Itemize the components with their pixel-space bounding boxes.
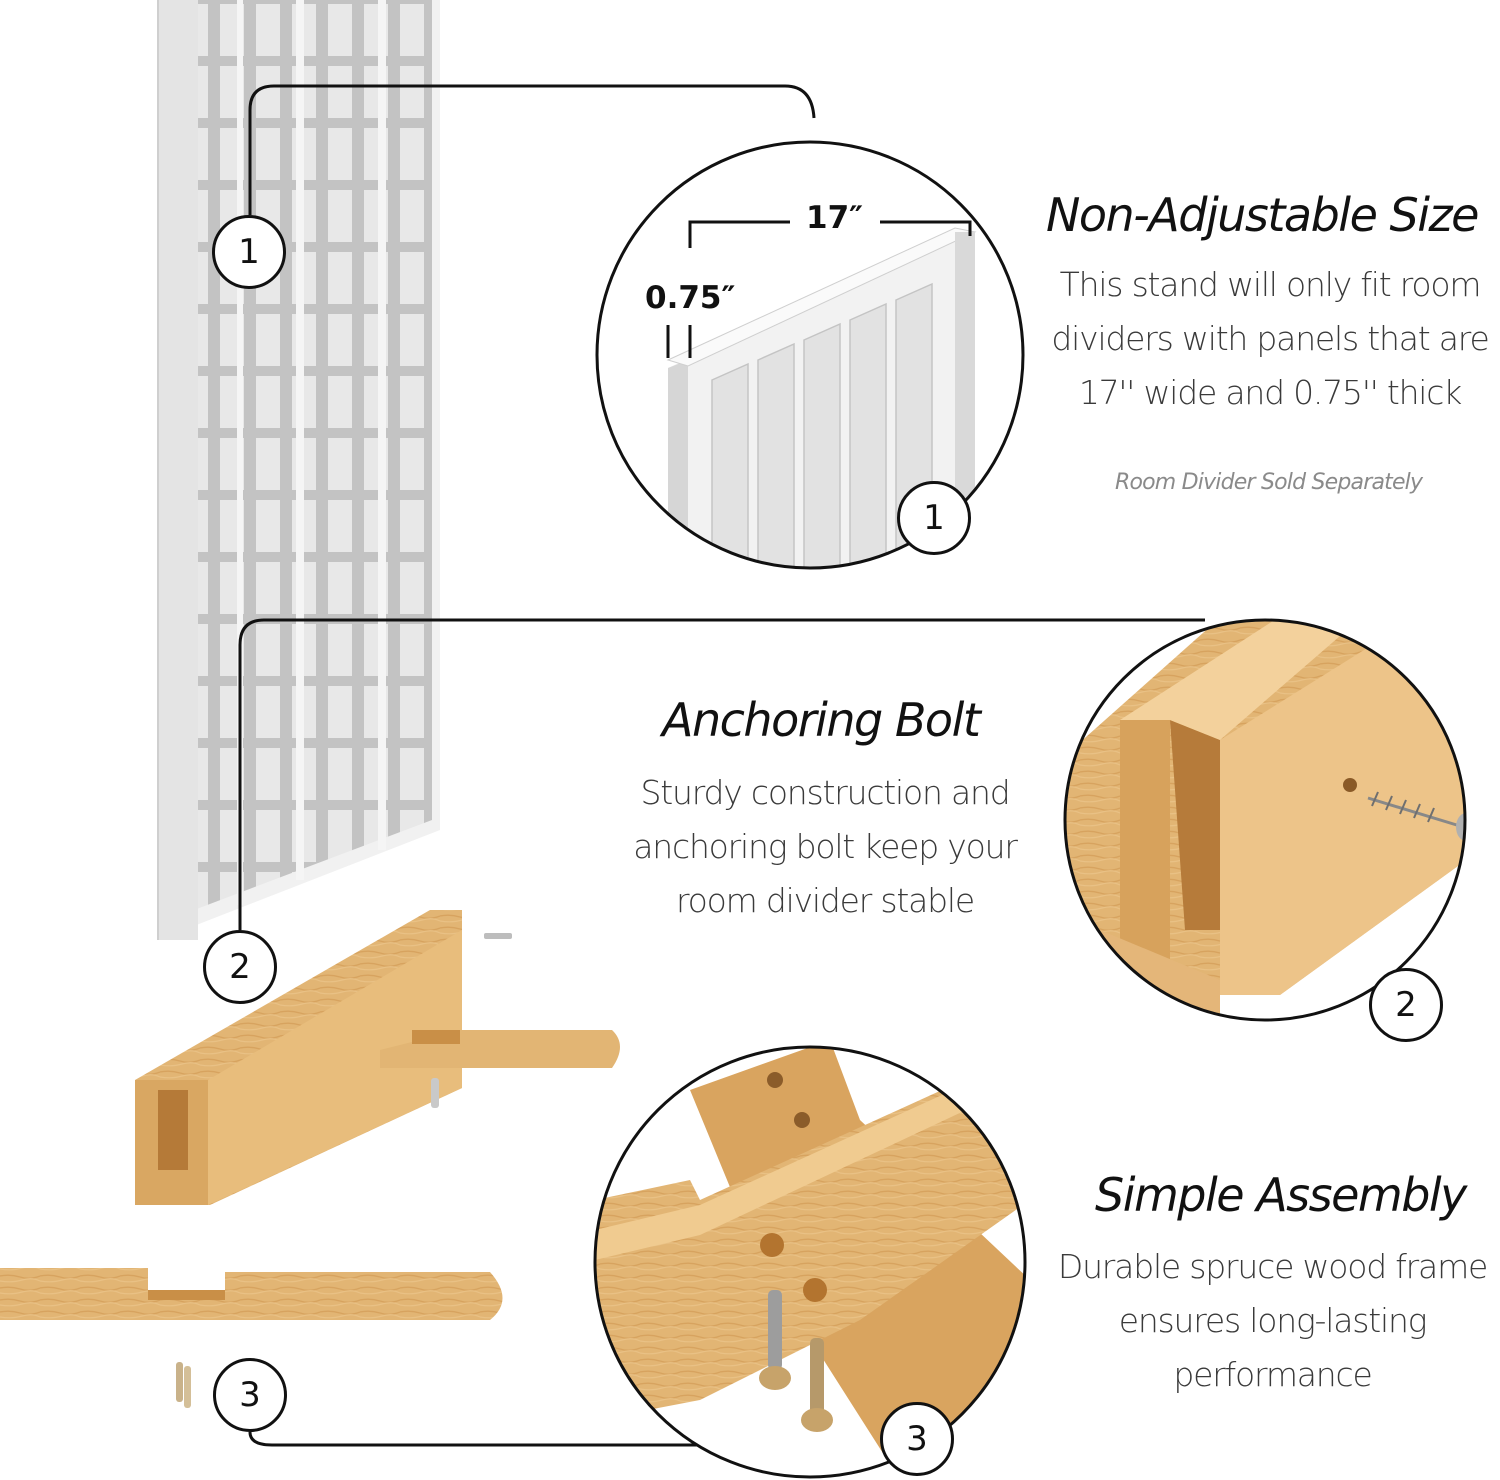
detail-anchoring-bolt bbox=[1063, 618, 1467, 1022]
callout-badge-1-detail: 1 bbox=[897, 481, 971, 555]
description-line: Sturdy construction and bbox=[640, 773, 1011, 812]
callout-badge-3-stand: 3 bbox=[213, 1358, 287, 1432]
callout-badge-2-stand: 2 bbox=[203, 930, 277, 1004]
callout-badge-2-detail: 2 bbox=[1369, 968, 1443, 1042]
detail-simple-assembly bbox=[593, 1045, 1027, 1479]
description-line: This stand will only fit room bbox=[1059, 265, 1482, 304]
callout-lines bbox=[238, 84, 1205, 1447]
wood-stand-illustration bbox=[0, 910, 620, 1408]
description-line: performance bbox=[1173, 1355, 1372, 1394]
description-line: dividers with panels that are bbox=[1051, 319, 1489, 358]
room-divider-illustration bbox=[157, 0, 440, 940]
dimension-width-label: 17″ bbox=[806, 200, 863, 236]
feature-description-size: This stand will only fit room dividers w… bbox=[1040, 258, 1500, 420]
description-line: ensures long-lasting bbox=[1118, 1301, 1428, 1340]
feature-description-assembly: Durable spruce wood frame ensures long-l… bbox=[1045, 1240, 1500, 1402]
description-line: Durable spruce wood frame bbox=[1057, 1247, 1488, 1286]
feature-title-non-adjustable-size: Non-Adjustable Size bbox=[1046, 188, 1479, 242]
dimension-thickness-label: 0.75″ bbox=[645, 280, 736, 316]
callout-badge-1-divider: 1 bbox=[212, 215, 286, 289]
description-line: room divider stable bbox=[676, 881, 975, 920]
description-line: anchoring bolt keep your bbox=[633, 827, 1018, 866]
callout-badge-3-detail: 3 bbox=[880, 1402, 954, 1476]
sold-separately-note: Room Divider Sold Separately bbox=[1115, 470, 1423, 495]
feature-description-bolt: Sturdy construction and anchoring bolt k… bbox=[605, 766, 1045, 928]
feature-title-simple-assembly: Simple Assembly bbox=[1095, 1168, 1467, 1222]
description-line: 17'' wide and 0.75'' thick bbox=[1078, 373, 1462, 412]
feature-title-anchoring-bolt: Anchoring Bolt bbox=[662, 693, 981, 747]
